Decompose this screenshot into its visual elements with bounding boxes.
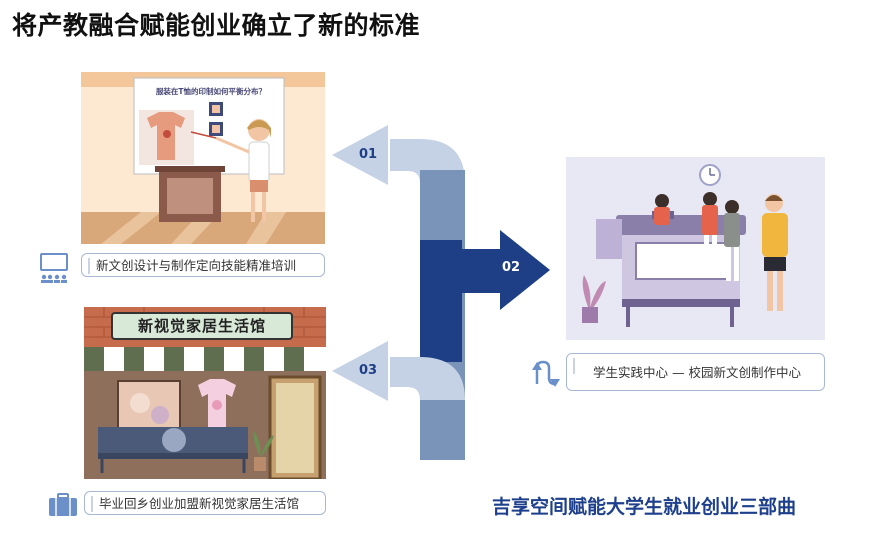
step-01-caption: 新文创设计与制作定向技能精准培训: [81, 253, 325, 277]
shop-illustration: 新视觉家居生活馆: [84, 307, 326, 479]
briefcase-icon: [48, 493, 78, 517]
bottom-slogan: 吉享空间赋能大学生就业创业三部曲: [492, 496, 797, 518]
process-arrows: [332, 125, 550, 460]
training-scene: [81, 72, 325, 244]
shop-scene: [84, 307, 326, 479]
workshop-illustration: [566, 157, 825, 340]
step-02-caption: 学生实践中心 — 校园新文创制作中心: [566, 353, 825, 391]
monitor-audience-icon: [38, 252, 70, 284]
workshop-scene: [566, 157, 825, 340]
shop-sign-text: 新视觉家居生活馆: [137, 317, 266, 335]
training-illustration: 服装在T恤的印制如何平衡分布？: [81, 72, 325, 244]
board-question-text: 服装在T恤的印制如何平衡分布？: [155, 87, 267, 96]
step-03-caption: 毕业回乡创业加盟新视觉家居生活馆: [84, 491, 326, 515]
step-02-number: 02: [502, 260, 521, 275]
step-01-number: 01: [359, 147, 378, 162]
cycle-arrows-icon: [530, 358, 562, 388]
page-title: 将产教融合赋能创业确立了新的标准: [12, 11, 421, 40]
step-03-number: 03: [359, 363, 378, 378]
